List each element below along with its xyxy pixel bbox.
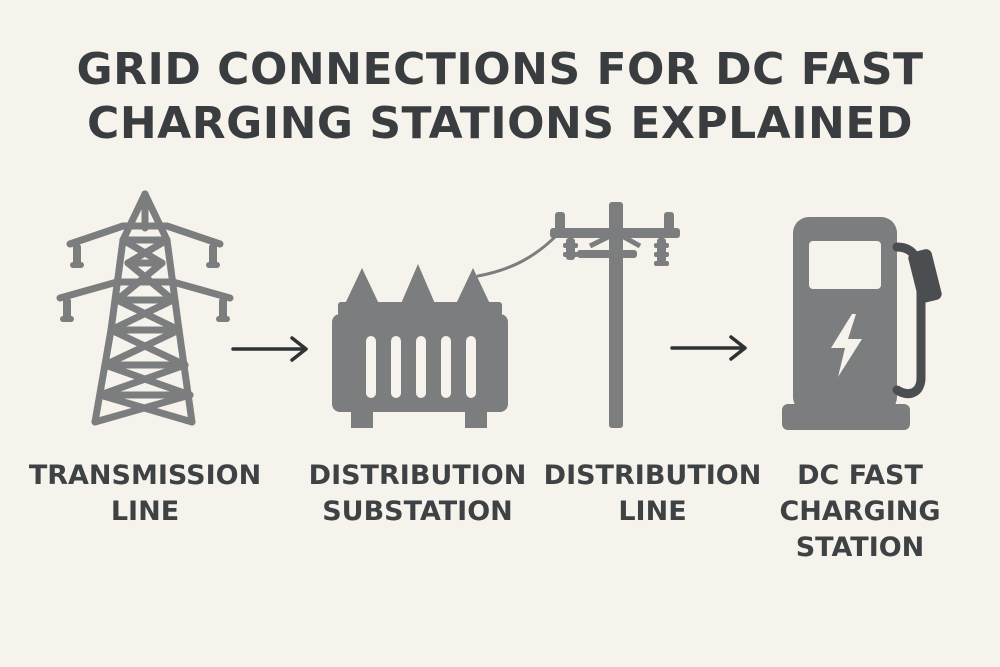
flow-arrow-1 <box>231 336 308 362</box>
label-line: CHARGING <box>779 496 941 527</box>
label-distribution-line: DISTRIBUTION LINE <box>535 458 770 530</box>
label-line: SUBSTATION <box>322 496 513 527</box>
label-line: LINE <box>110 496 180 527</box>
label-distribution-substation: DISTRIBUTION SUBSTATION <box>290 458 545 530</box>
diagram-title-line-2: CHARGING STATIONS EXPLAINED <box>87 98 913 149</box>
label-dc-fast-charging-station: DC FAST CHARGING STATION <box>760 458 960 566</box>
transformer-fins <box>366 336 476 398</box>
ev-charger-icon <box>782 217 942 430</box>
label-line: DC FAST <box>797 460 923 491</box>
label-transmission-line: TRANSMISSION LINE <box>20 458 270 530</box>
utility-pole-icon <box>550 202 680 428</box>
label-line: LINE <box>618 496 687 527</box>
label-line: STATION <box>795 532 925 563</box>
diagram-title-line-1: GRID CONNECTIONS FOR DC FAST <box>76 44 924 95</box>
label-line: TRANSMISSION <box>28 460 262 491</box>
pole-brace <box>588 233 642 249</box>
transmission-tower-icon <box>56 190 234 426</box>
service-wire <box>476 230 562 278</box>
label-line: DISTRIBUTION <box>308 460 527 491</box>
flow-arrow-2 <box>670 335 747 361</box>
label-line: DISTRIBUTION <box>543 460 762 491</box>
